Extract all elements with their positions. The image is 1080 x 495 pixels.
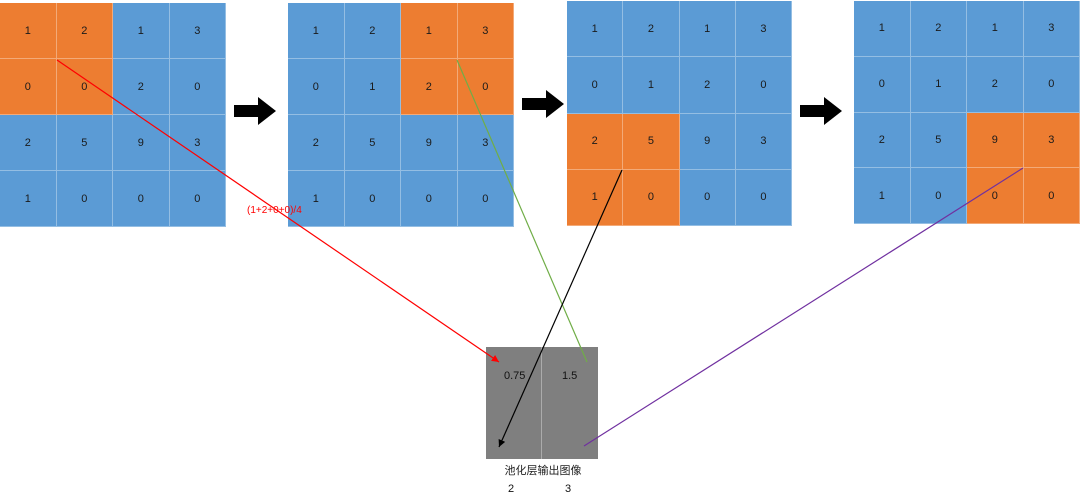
connector-red bbox=[57, 60, 499, 362]
connector-purple bbox=[584, 168, 1023, 446]
connector-lines bbox=[0, 0, 1080, 482]
connector-black bbox=[499, 170, 622, 447]
connector-green bbox=[457, 60, 587, 362]
